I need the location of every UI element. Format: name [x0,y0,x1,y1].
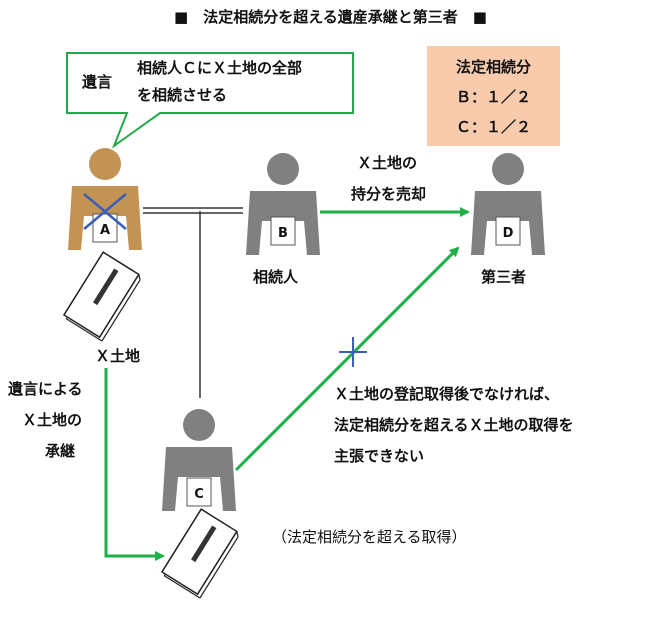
will-callout-line2: を相続させる [137,86,228,104]
statutory-share-box: 法定相続分 Ｂ：１／２ Ｃ：１／２ [427,46,560,146]
person-b-figure: B [246,153,320,255]
will-callout-tag: 遺言 [82,73,113,91]
deed-document-a [62,251,141,342]
diagram-title: ■ 法定相続分を超える遺産承継と第三者 ■ [174,8,487,26]
person-a-figure: A [68,148,142,250]
sale-label-line2: 持分を売却 [351,185,427,203]
will-callout-line1: 相続人ＣにＸ土地の全部 [137,59,303,77]
person-b-letter: B [278,226,288,241]
note-line3: 主張できない [334,447,425,465]
share-box-heading: 法定相続分 [455,58,531,76]
heir-label: 相続人 [253,268,299,286]
share-box-c: Ｃ：１／２ [455,118,531,136]
will-callout-bubble [66,52,354,149]
c-acquisition-label: （法定相続分を超える取得） [272,528,467,546]
person-d-letter: D [503,226,514,241]
person-c-letter: C [194,487,204,502]
note-line1: Ｘ土地の登記取得後でなければ、 [334,385,560,403]
person-d-figure: D [471,153,545,255]
share-box-b: Ｂ：１／２ [455,88,531,106]
note-line2: 法定相続分を超えるＸ土地の取得を [334,416,574,434]
deed-document-c [160,508,239,599]
person-c-figure: C [162,409,236,511]
arrow-inheritance-to-c [104,368,165,561]
arrow-c-to-d [234,246,460,472]
x-land-label: Ｘ土地 [95,347,141,365]
inherit-label-line3: 承継 [45,442,76,460]
sale-label-line1: Ｘ土地の [357,154,418,172]
inherit-label-line1: 遺言による [8,380,83,398]
blocked-cross-icon [339,337,367,367]
inherit-label-line2: Ｘ土地の [22,411,83,429]
third-party-label: 第三者 [481,268,527,286]
person-a-letter: A [100,223,110,238]
